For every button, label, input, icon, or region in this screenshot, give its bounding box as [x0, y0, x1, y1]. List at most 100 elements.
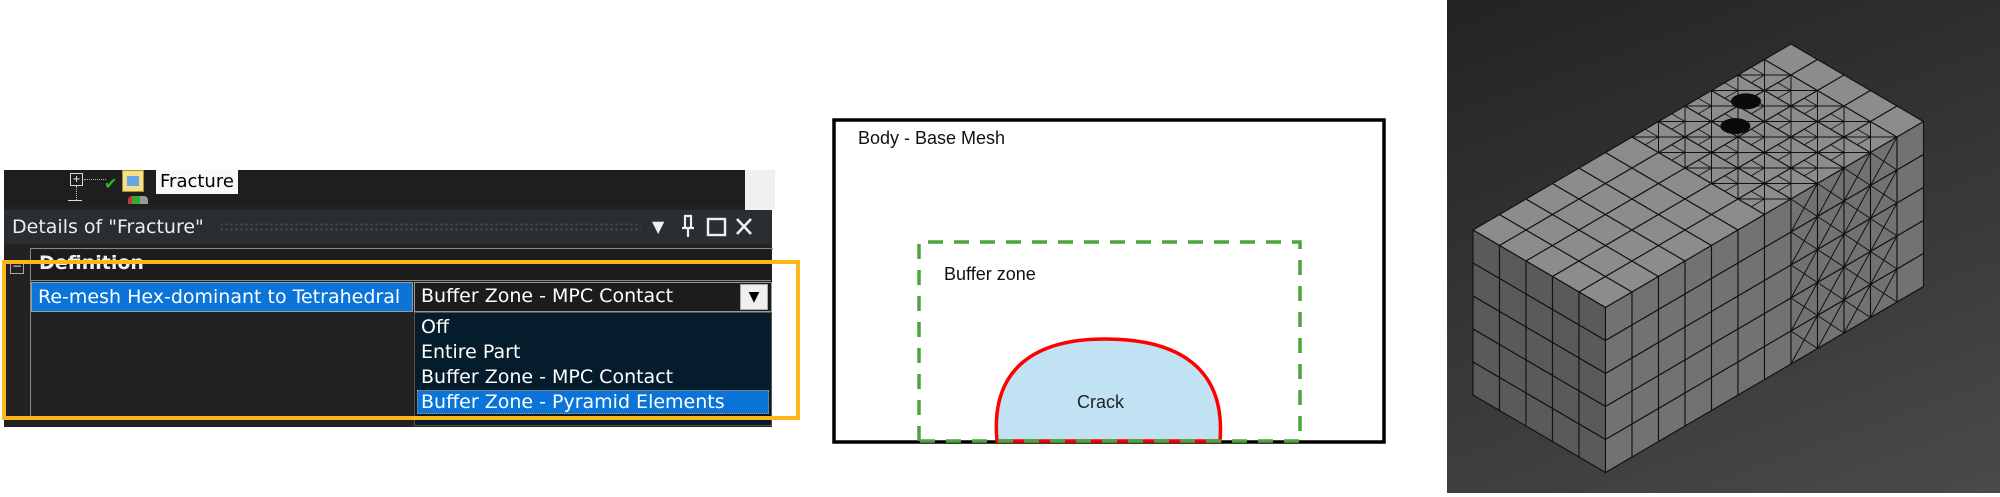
tree-scrollbar[interactable] — [745, 170, 775, 210]
group-header-definition[interactable]: Definition — [31, 250, 771, 281]
tree-connector-bar — [68, 200, 82, 201]
tet-edge — [1870, 235, 1898, 285]
crack-label: Crack — [1077, 392, 1125, 412]
close-icon[interactable] — [734, 214, 754, 245]
buffer-zone-label: Buffer zone — [944, 264, 1036, 284]
tet-edge — [1698, 97, 1712, 107]
tree-expand-button[interactable]: + — [70, 173, 83, 186]
tet-edge — [1870, 268, 1898, 318]
tet-edge — [1751, 66, 1765, 76]
remesh-select[interactable]: Buffer Zone - MPC Contact ▼ — [414, 282, 772, 312]
tet-edge — [1751, 159, 1765, 169]
tet-edge — [1751, 167, 1765, 177]
tet-edge — [1790, 183, 1818, 233]
tet-edge — [1843, 152, 1871, 202]
tet-edge — [1790, 282, 1818, 332]
mesh-render-view — [1447, 0, 2000, 493]
dropdown-option-entire-part[interactable]: Entire Part — [421, 341, 521, 363]
tet-edge — [1843, 185, 1871, 235]
tet-edge — [1751, 128, 1765, 138]
crack-tip-refinement — [1720, 118, 1751, 135]
named-selections-icon — [128, 196, 148, 204]
highlight-callout-frame — [2, 260, 800, 420]
tet-edge — [1645, 136, 1659, 146]
tet-edge — [1817, 167, 1845, 217]
tet-edge — [1870, 136, 1898, 186]
tet-edge — [1804, 167, 1818, 177]
tet-edge — [1857, 128, 1871, 138]
tet-edge — [1790, 249, 1818, 299]
tet-edge — [1830, 152, 1845, 161]
tet-edge — [1724, 90, 1739, 99]
remesh-select-value: Buffer Zone - MPC Contact — [421, 285, 674, 307]
dropdown-option-off[interactable]: Off — [421, 316, 450, 338]
tet-edge — [1870, 202, 1898, 252]
tet-edge — [1790, 216, 1818, 266]
tree-connector — [84, 179, 106, 180]
tet-edge — [1790, 315, 1818, 365]
pin-icon[interactable] — [680, 214, 696, 245]
tet-edge — [1817, 266, 1845, 316]
tet-edge — [1645, 128, 1659, 138]
tet-edge — [1777, 183, 1792, 192]
tet-edge — [1698, 136, 1712, 146]
dropdown-option-buffer-pyramid[interactable]: Buffer Zone - Pyramid Elements — [417, 390, 769, 414]
tet-edge — [1804, 136, 1818, 146]
tet-edge — [1804, 97, 1818, 107]
tet-edge — [1671, 121, 1686, 130]
details-header: Details of "Fracture" ▼ — [4, 210, 772, 244]
tet-edge — [1698, 167, 1712, 177]
tet-edge — [1830, 121, 1845, 130]
tet-edge — [1724, 144, 1739, 153]
tet-edge — [1777, 82, 1792, 91]
tet-edge — [1671, 144, 1686, 153]
tet-edge — [1724, 183, 1739, 192]
tet-edge — [1751, 74, 1765, 84]
chevron-down-icon[interactable]: ▼ — [740, 284, 768, 310]
tree-item-fracture[interactable]: Fracture — [156, 170, 238, 194]
tet-edge — [1817, 299, 1845, 349]
tet-edge — [1724, 82, 1739, 91]
maximize-icon[interactable] — [706, 214, 728, 245]
tet-edge — [1843, 284, 1871, 334]
hex-tet-mesh-block — [1471, 43, 1925, 474]
details-panel-screenshot: + ✔ Fracture Details of "Fracture" ▼ − D… — [4, 170, 775, 427]
tet-edge — [1751, 198, 1765, 208]
dropdown-option-buffer-mpc[interactable]: Buffer Zone - MPC Contact — [421, 366, 674, 388]
dropdown-arrow-icon[interactable]: ▼ — [652, 217, 665, 236]
tet-edge — [1817, 233, 1845, 283]
tet-edge — [1724, 152, 1739, 161]
tet-edge — [1804, 159, 1818, 169]
tet-edge — [1777, 90, 1792, 99]
panel-drag-grip[interactable] — [219, 222, 641, 232]
tet-edge — [1777, 175, 1792, 184]
remesh-dropdown-list: Off Entire Part Buffer Zone - MPC Contac… — [414, 312, 772, 426]
property-grid — [30, 248, 773, 419]
tet-edge — [1804, 128, 1818, 138]
tet-edge — [1804, 105, 1818, 115]
tet-edge — [1751, 190, 1765, 200]
tet-edge — [1857, 136, 1871, 146]
tet-edge — [1698, 159, 1712, 169]
buffer-zone-outline — [917, 240, 1302, 443]
tet-edge — [1698, 128, 1712, 138]
mesh-front-face — [1896, 252, 1925, 303]
tet-edge — [1671, 113, 1686, 122]
body-label: Body - Base Mesh — [858, 128, 1005, 148]
fracture-icon — [122, 170, 144, 192]
tet-edge — [1777, 121, 1792, 130]
tet-edge — [1830, 113, 1845, 122]
tet-edge — [1698, 105, 1712, 115]
tet-edge — [1751, 105, 1765, 115]
tet-edge — [1671, 152, 1686, 161]
tet-edge — [1777, 144, 1792, 153]
details-title: Details of "Fracture" — [12, 216, 204, 238]
tree-outline: + ✔ Fracture — [4, 170, 772, 206]
tet-edge — [1843, 218, 1871, 268]
tet-edge — [1870, 169, 1898, 219]
crack-shape — [994, 337, 1223, 443]
crack-tip-refinement — [1730, 93, 1761, 110]
property-label-remesh[interactable]: Re-mesh Hex-dominant to Tetrahedral — [31, 282, 413, 312]
tet-edge — [1843, 251, 1871, 301]
tet-edge — [1777, 113, 1792, 122]
